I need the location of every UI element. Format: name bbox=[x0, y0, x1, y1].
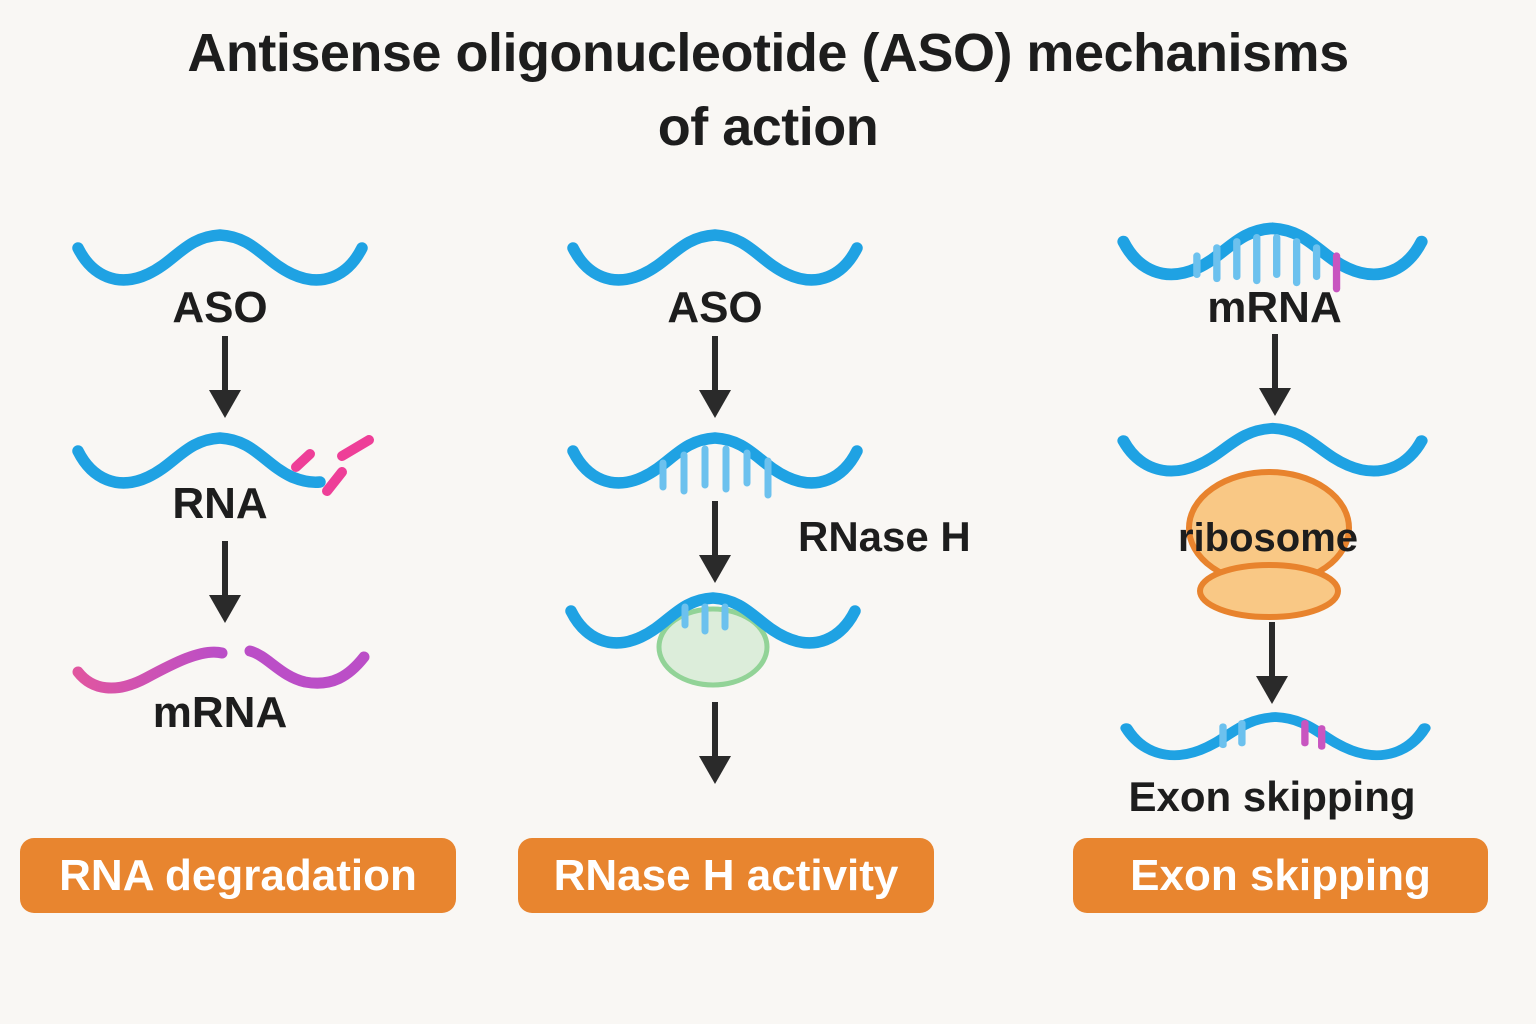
rnase-h-label: RNase H bbox=[798, 513, 971, 560]
rna-label: RNA bbox=[172, 479, 268, 528]
aso-label: ASO bbox=[172, 283, 268, 332]
rna-degradation-button[interactable]: RNA degradation bbox=[20, 838, 456, 913]
mrna-strand-icon bbox=[1117, 422, 1428, 477]
rna-fragment-dashes bbox=[291, 435, 374, 496]
title-line-1: Antisense oligonucleotide (ASO) mechanis… bbox=[187, 23, 1349, 83]
rna-strand-curve bbox=[1117, 422, 1428, 477]
aso-mrna-duplex-icon bbox=[567, 432, 863, 499]
degraded-mrna-fragments-icon bbox=[72, 645, 370, 694]
down-arrow-icon bbox=[1256, 622, 1288, 704]
rnase-h-activity-button[interactable]: RNase H activity bbox=[518, 838, 934, 913]
mrna-fragment-right bbox=[244, 645, 370, 689]
down-arrow-icon bbox=[699, 501, 731, 583]
hybridization-ticks bbox=[1219, 720, 1326, 750]
rna-strand-curve bbox=[567, 432, 863, 489]
mrna-aso-duplex-icon bbox=[1117, 222, 1428, 293]
ribosome-small-subunit bbox=[1197, 562, 1341, 620]
exon-skipped-mrna-icon bbox=[1120, 712, 1431, 761]
ribosome-label: ribosome bbox=[1177, 516, 1359, 560]
exon-skipping-label: Exon skipping bbox=[1128, 773, 1416, 820]
title-line-2: of action bbox=[657, 97, 879, 157]
cleaved-rna-strand-icon bbox=[72, 432, 374, 496]
hybridization-ticks bbox=[659, 445, 772, 499]
rna-strand-curve bbox=[72, 432, 326, 489]
rna-strand-curve bbox=[1117, 222, 1428, 281]
rnase-h-enzyme-cleaving-icon bbox=[565, 592, 861, 688]
ribosome-icon bbox=[1186, 469, 1352, 620]
hybridization-ticks bbox=[681, 603, 729, 635]
diagram-title: Antisense oligonucleotide (ASO) mechanis… bbox=[0, 16, 1536, 164]
rnase-h-enzyme-ellipse bbox=[656, 606, 770, 688]
down-arrow-icon bbox=[699, 702, 731, 784]
aso-strand-icon bbox=[72, 229, 368, 286]
rna-strand-curve bbox=[1120, 712, 1431, 761]
down-arrow-icon bbox=[209, 541, 241, 623]
aso-label: ASO bbox=[667, 283, 763, 332]
mrna-label: mRNA bbox=[152, 688, 288, 737]
down-arrow-icon bbox=[209, 336, 241, 418]
rna-strand-curve bbox=[567, 229, 863, 286]
exon-skipping-button[interactable]: Exon skipping bbox=[1073, 838, 1488, 913]
mrna-label: mRNA bbox=[1207, 283, 1342, 332]
aso-strand-icon bbox=[567, 229, 863, 286]
down-arrow-icon bbox=[1259, 334, 1291, 416]
down-arrow-icon bbox=[699, 336, 731, 418]
rna-strand-curve bbox=[72, 229, 368, 286]
hybridization-ticks bbox=[1193, 233, 1341, 293]
rna-strand-curve bbox=[565, 592, 861, 649]
mrna-fragment-left bbox=[72, 646, 228, 694]
